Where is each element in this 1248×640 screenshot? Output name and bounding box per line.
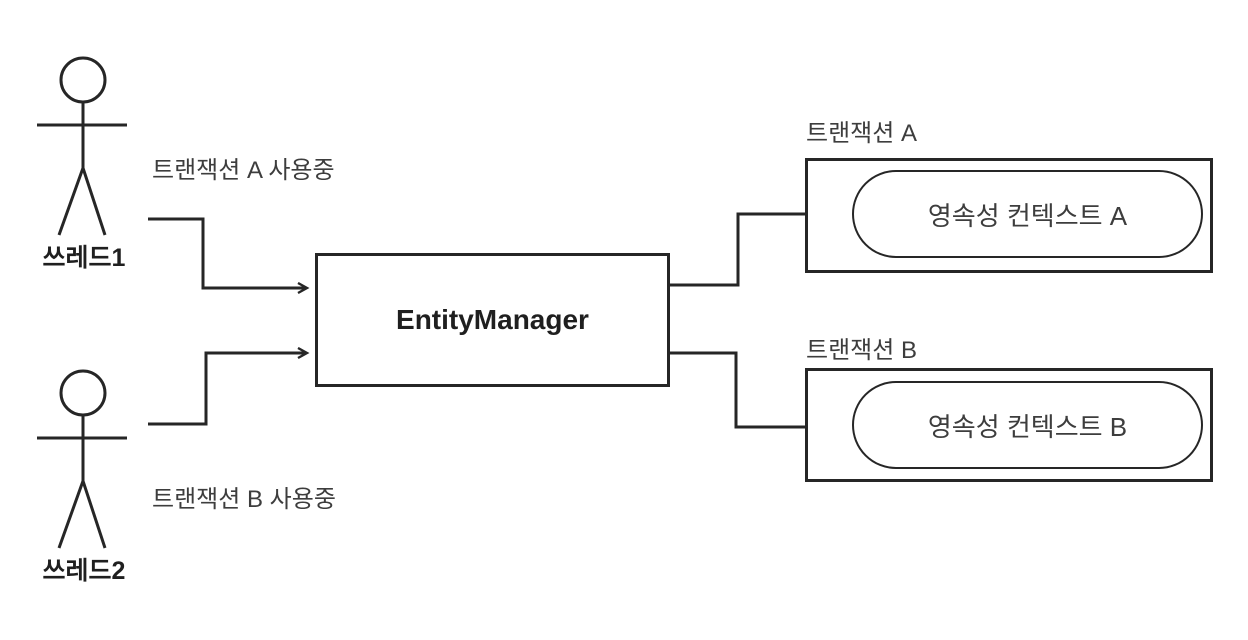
entity-manager-box: EntityManager <box>315 253 670 387</box>
entity-manager-label: EntityManager <box>396 304 589 335</box>
transaction-b-box: 영속성 컨텍스트 B <box>805 368 1213 482</box>
persistence-context-a-pill: 영속성 컨텍스트 A <box>852 170 1203 258</box>
actor-label-thread1: 쓰레드1 <box>42 244 126 272</box>
stick-figure-thread1-icon <box>37 56 127 236</box>
actor-label-thread2: 쓰레드2 <box>42 557 126 585</box>
actor-status-label-thread1: 트랜잭션 A 사용중 <box>152 157 335 184</box>
stick-figure-thread2-icon <box>37 369 127 549</box>
persistence-context-a-label: 영속성 컨텍스트 A <box>927 200 1128 231</box>
persistence-context-b-pill: 영속성 컨텍스트 B <box>852 381 1203 469</box>
connector-thread2-to-entitymanager <box>148 353 306 426</box>
transaction-a-box: 영속성 컨텍스트 A <box>805 158 1213 273</box>
actor-status-label-thread2: 트랜잭션 B 사용중 <box>152 486 336 513</box>
connector-thread1-to-entitymanager <box>148 217 306 288</box>
transaction-b-title: 트랜잭션 B <box>806 337 917 364</box>
persistence-context-b-label: 영속성 컨텍스트 B <box>927 411 1128 442</box>
transaction-a-title: 트랜잭션 A <box>806 120 917 147</box>
